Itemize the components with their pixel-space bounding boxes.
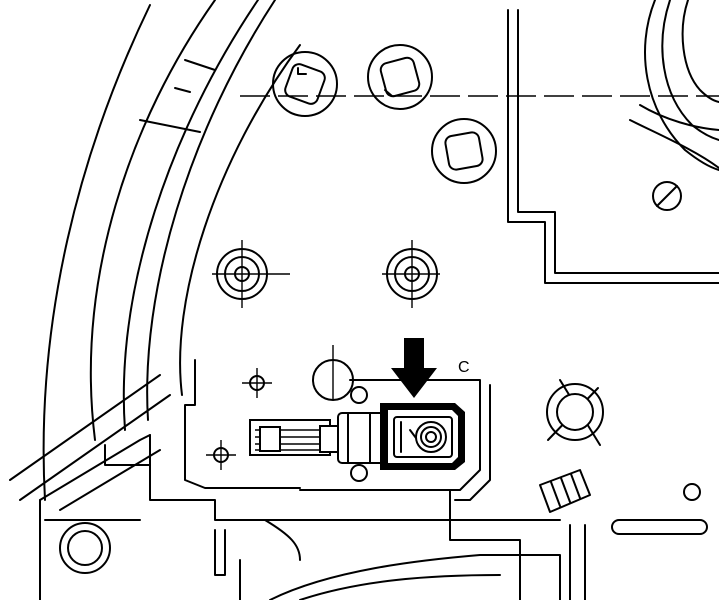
mount-hole-right: [382, 240, 440, 308]
down-arrow-icon: [391, 338, 437, 398]
terminal-block: [380, 403, 465, 470]
small-ring: [683, 483, 701, 501]
curved-panel-edge: [42, 0, 301, 501]
post-small-1: [350, 386, 368, 404]
socket-1: [272, 51, 338, 117]
plug-connector: [249, 412, 387, 464]
small-hole-3: [312, 345, 354, 401]
socket-3: [431, 118, 497, 184]
mount-hole-left: [212, 240, 290, 308]
mounting-bracket: [9, 359, 586, 600]
small-hole-1: [242, 368, 272, 398]
screw-head: [652, 181, 682, 211]
clip-fastener: [546, 379, 604, 446]
small-block-connector: [539, 469, 591, 513]
post-small-2: [350, 464, 368, 482]
upper-housing: [507, 0, 719, 284]
slot: [611, 519, 708, 535]
socket-2: [367, 44, 433, 110]
round-boss: [59, 522, 111, 574]
callout-letter: C: [458, 359, 470, 376]
small-hole-2: [206, 440, 236, 470]
